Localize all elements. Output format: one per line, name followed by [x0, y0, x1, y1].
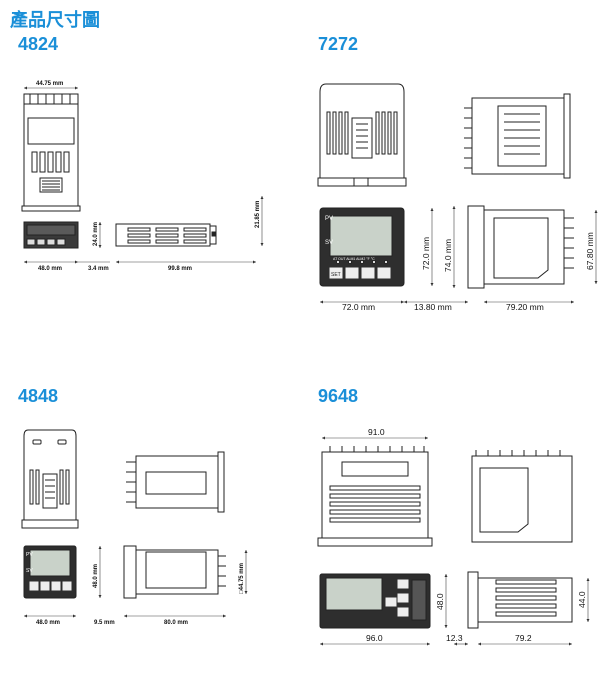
dim-9648-gap: 12.3	[446, 633, 463, 643]
model-title-7272: 7272	[318, 34, 359, 54]
model-title-4824: 4824	[18, 34, 59, 54]
dim-4824-depth: 99.8 mm	[168, 266, 192, 272]
dim-4848-panel-cut: □44.75 mm	[239, 563, 245, 594]
dim-7272-body-height: 74.0 mm	[443, 239, 453, 272]
panel-7272-indicators: AT OUT ALM1 ALM2 °F °C	[333, 257, 375, 261]
terminal-pins	[29, 94, 71, 104]
dim-9648-side-height: 44.0	[577, 591, 587, 608]
dim-9648-depth: 79.2	[515, 633, 532, 643]
dim-7272-front-width: 72.0 mm	[342, 302, 375, 312]
dim-4824-front-height: 24.0 mm	[93, 222, 99, 246]
drawing-4824	[21, 86, 264, 264]
panel-7272-set: SET	[331, 272, 341, 278]
dim-7272-gap: 13.80 mm	[414, 302, 452, 312]
dim-4824-side-height: 21.85 mm	[255, 201, 261, 228]
dim-4848-front-height: 48.0 mm	[93, 564, 99, 588]
dim-7272-front-height: 72.0 mm	[421, 237, 431, 270]
drawing-4848	[21, 429, 248, 618]
model-title-4848: 4848	[18, 386, 59, 406]
dim-9648-front-width: 96.0	[366, 633, 383, 643]
panel-4848-pv: PV	[26, 552, 33, 558]
page-title: 產品尺寸圖	[10, 10, 100, 31]
panel-7272-pv: PV	[325, 216, 333, 222]
dim-9648-front-height: 48.0	[435, 593, 445, 610]
dim-7272-side-height: 67.80 mm	[585, 232, 595, 270]
panel-4848-sv: SV	[26, 568, 33, 574]
model-title-9648: 9648	[318, 386, 359, 406]
dim-4824-top-width: 44.75 mm	[36, 81, 63, 87]
dim-4824-gap: 3.4 mm	[88, 266, 109, 272]
dim-4848-depth: 80.0 mm	[164, 620, 188, 626]
drawing-7272	[317, 83, 598, 304]
dim-4848-front-width: 48.0 mm	[36, 620, 60, 626]
drawing-9648	[317, 436, 590, 646]
dim-4824-front-width: 48.0 mm	[38, 266, 62, 272]
panel-7272-sv: SV	[325, 240, 333, 246]
dim-4848-gap: 9.5 mm	[94, 620, 115, 626]
dim-9648-top-width: 91.0	[368, 427, 385, 437]
dim-7272-depth: 79.20 mm	[506, 302, 544, 312]
